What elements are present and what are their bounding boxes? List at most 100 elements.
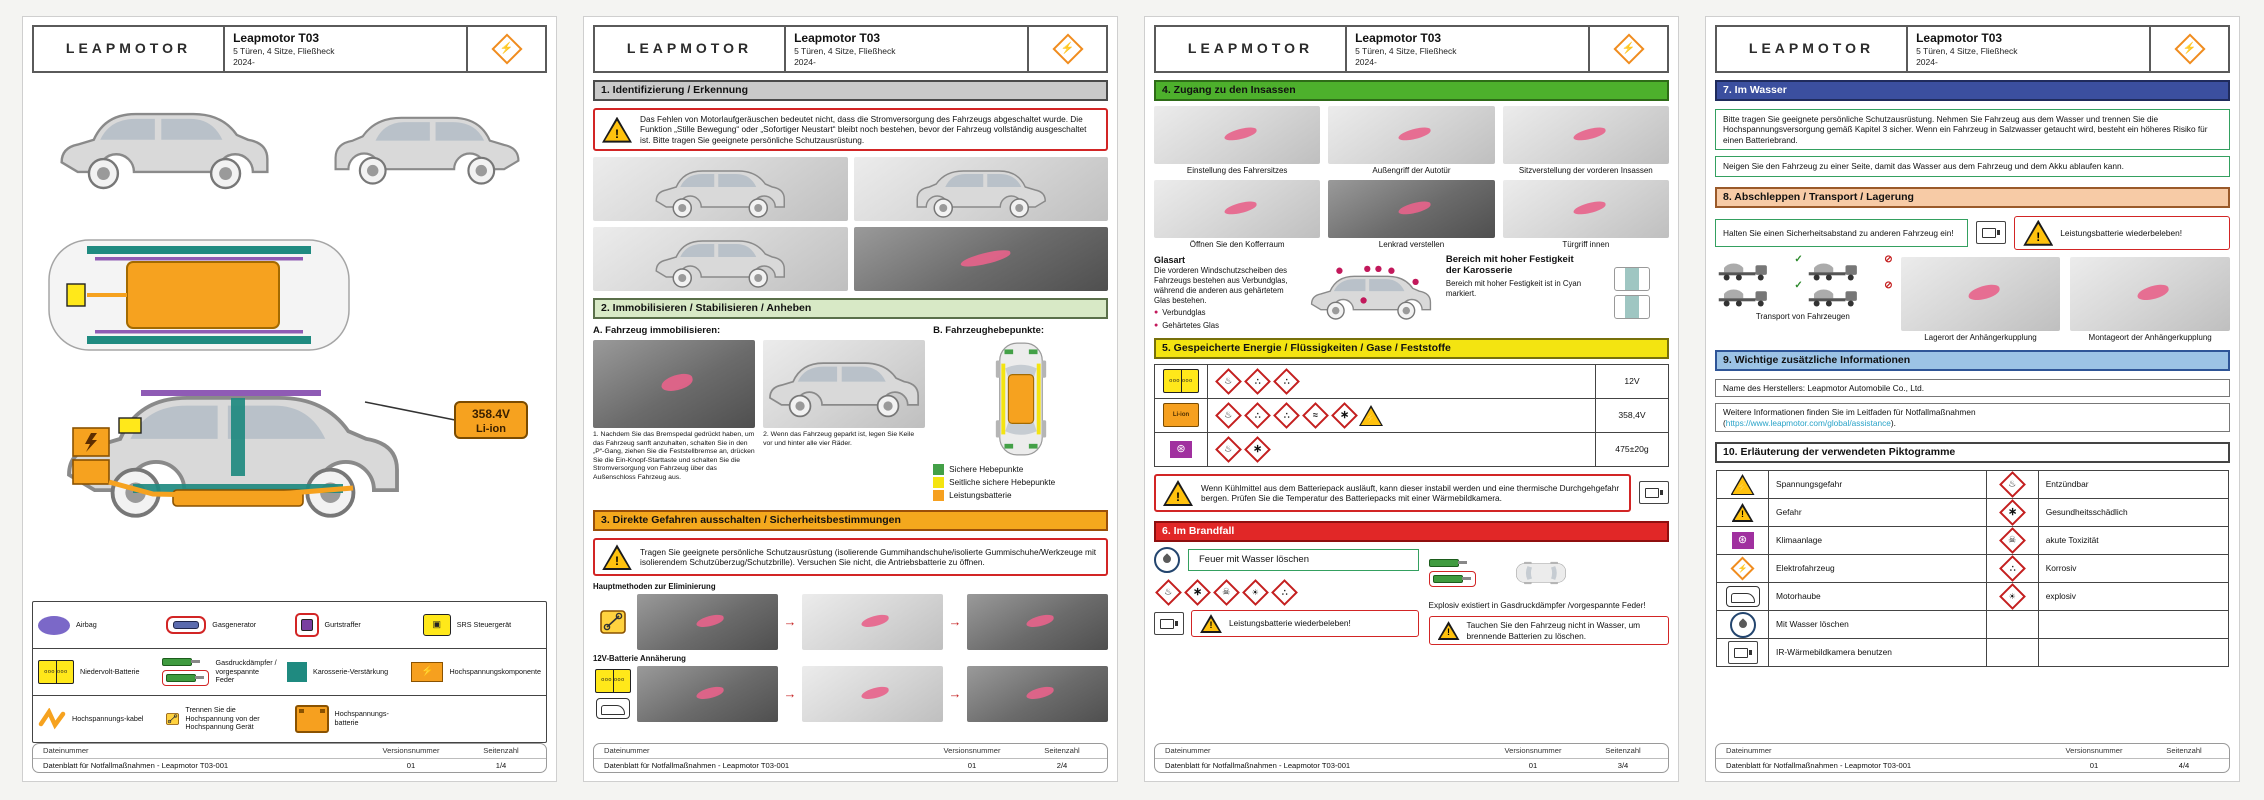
photo-step xyxy=(967,665,1108,722)
photo-tow-hook-mount xyxy=(2070,256,2230,331)
legend-item-body-reinforcement: Karosserie-Verstärkung xyxy=(282,649,406,695)
ev-badge-cell xyxy=(468,27,545,71)
safe-lift-swatch xyxy=(933,464,945,476)
tow-lift-forbidden-icon: ⊘ xyxy=(1807,254,1893,282)
transport-images: ✓ ⊘ ✓ ⊘ Transport von Fahrzeugen Lageror… xyxy=(1715,254,2230,343)
page-header: LEAPMOTOR Leapmotor T03 5 Türen, 4 Sitze… xyxy=(32,25,547,73)
ghs-health-hazard-icon xyxy=(1331,402,1358,429)
voltage-hv: 358,4V xyxy=(1595,398,1668,432)
version-label: Versionsnummer xyxy=(382,746,440,756)
legend-item-gas-strut: Gasdruckdämpfer / vorgespannte Feder xyxy=(157,649,282,695)
method-2-row xyxy=(593,665,1108,722)
lift-points-diagram xyxy=(980,340,1062,458)
photo-step xyxy=(637,665,778,722)
ghs-flammable-icon xyxy=(1998,471,2026,498)
file-number-value: Datenblatt für Notfallmaßnahmen - Leapmo… xyxy=(43,760,229,770)
flatbed-ok-icon: ✓ xyxy=(1717,254,1803,282)
brand-logo: LEAPMOTOR xyxy=(34,27,226,71)
vehicle-model: Leapmotor T03 xyxy=(1916,30,2003,45)
legend-item-hv-cable: Hochspannungs-kabel xyxy=(33,696,161,742)
photo-door-handle-inside xyxy=(1502,180,1669,239)
warning-triangle-icon xyxy=(602,117,632,143)
legend-item-hv-component: Hochspannungskomponente xyxy=(406,649,546,695)
body-reinforcement-icon xyxy=(286,662,307,683)
body-strength-title: Bereich mit hoher Festigkeit der Karosse… xyxy=(1445,254,1574,277)
vehicle-subtitle: 5 Türen, 4 Sitze, Fließheck xyxy=(233,45,335,56)
version-value: 01 xyxy=(406,760,416,770)
method-1-label: Hauptmethoden zur Eliminierung xyxy=(593,582,716,592)
access-images-row-2: Öffnen Sie den Kofferraum Lenkrad verste… xyxy=(1154,180,1669,250)
file-number-label: Dateinummer xyxy=(43,746,89,756)
ghs-toxic-icon xyxy=(1998,527,2026,554)
identification-warning: Das Fehlen von Motorlaufgeräuschen bedeu… xyxy=(593,108,1108,152)
section-8-title: 8. Abschleppen / Transport / Lagerung xyxy=(1715,186,2230,208)
assistance-link[interactable]: https://www.leapmotor.com/global/assista… xyxy=(1725,417,1891,428)
vehicle-year: 2024- xyxy=(1355,56,1377,67)
hv-cable-icon xyxy=(38,708,66,730)
cutaway-svg: 358.4V Li-ion xyxy=(47,239,528,518)
section-9-title: 9. Wichtige zusätzliche Informationen xyxy=(1715,349,2230,371)
warning-triangle-icon xyxy=(602,544,632,570)
hood-open-icon xyxy=(596,697,630,719)
ghs-corrosive-icon xyxy=(1244,368,1271,395)
lift-legend: Sichere Hebepunkte Seitliche sichere Heb… xyxy=(933,464,1108,502)
legend-item-srs-ecu: SRS Steuergerät xyxy=(418,602,546,648)
strut-location-sketch xyxy=(1515,518,1567,628)
srs-ecu-icon xyxy=(422,614,451,637)
warning-triangle-icon xyxy=(1732,503,1754,522)
ev-diamond-icon xyxy=(1613,33,1645,65)
ev-diamond-icon xyxy=(2174,33,2206,65)
access-images-row-1: Einstellung des Fahrersitzes Außengriff … xyxy=(1154,106,1669,176)
page-header: LEAPMOTOR Leapmotor T03 5 Türen, 4 Sitze… xyxy=(1154,25,1669,73)
legend-row: Hochspannungs-kabel Trennen Sie die Hoch… xyxy=(33,695,546,742)
extinguish-with-water-icon xyxy=(1729,611,1756,638)
vehicle-front-quarter-view xyxy=(52,88,277,198)
method-1-row xyxy=(593,594,1108,651)
svg-text:Li-ion: Li-ion xyxy=(476,423,506,435)
immobilize-step-1: 1. Nachdem Sie das Bremspedal gedrückt h… xyxy=(593,431,755,481)
ev-diamond-icon xyxy=(491,33,523,65)
immobilize-step-2: 2. Wenn das Fahrzeug geparkt ist, legen … xyxy=(763,431,915,447)
gas-strut-icon xyxy=(162,658,210,687)
gas-generator-icon xyxy=(166,616,207,635)
page-3: LEAPMOTOR Leapmotor T03 5 Türen, 4 Sitze… xyxy=(1144,16,1679,782)
tempered-glass-marker xyxy=(1154,320,1158,331)
legend-row: Airbag Gasgenerator Gurtstraffer SRS Ste… xyxy=(33,602,546,648)
voltage-12v: 12V xyxy=(1595,364,1668,398)
vehicle-title-block: Leapmotor T03 5 Türen, 4 Sitze, Fließhec… xyxy=(225,27,469,71)
photo-door-handle-outside xyxy=(1328,106,1495,165)
in-water-instruction-1: Bitte tragen Sie geeignete persönliche S… xyxy=(1715,109,2230,151)
side-lift-swatch xyxy=(933,477,945,489)
vehicle-subtitle: 5 Türen, 4 Sitze, Fließheck xyxy=(1916,45,2018,56)
vehicle-subtitle: 5 Türen, 4 Sitze, Fließheck xyxy=(794,45,896,56)
ghs-health-hazard-icon xyxy=(1184,579,1211,606)
photo-step xyxy=(802,665,943,722)
immobilize-block: A. Fahrzeug immobilisieren: 1. Nachdem S… xyxy=(593,324,1108,503)
fire-block: Feuer mit Wasser löschen Leistungsbatter… xyxy=(1154,547,1669,646)
page-footer: Dateinummer Versionsnummer Seitenzahl Da… xyxy=(32,743,547,773)
thermal-camera-icon xyxy=(1154,612,1184,636)
li-ion-battery-icon: Li-ion xyxy=(1163,403,1199,428)
hv-disconnect-icon xyxy=(166,713,180,725)
ghs-toxic-icon xyxy=(1213,579,1240,606)
ghs-flammable-icon xyxy=(1155,579,1182,606)
ghs-flammable-icon xyxy=(1215,436,1242,463)
page-count-label: Seitenzahl xyxy=(483,746,519,756)
page-header: LEAPMOTOR Leapmotor T03 5 Türen, 4 Sitze… xyxy=(1715,25,2230,73)
energy-row-refrigerant: 475±20g xyxy=(1155,431,1668,466)
hood-open-icon xyxy=(1725,586,1760,608)
ac-refrigerant-icon xyxy=(1170,440,1192,458)
ghs-corrosive-icon xyxy=(1998,555,2026,582)
battery-reignite-warning: Leistungsbatterie wiederbeleben! xyxy=(1191,610,1419,638)
component-legend: Airbag Gasgenerator Gurtstraffer SRS Ste… xyxy=(32,601,547,744)
vehicle-model: Leapmotor T03 xyxy=(794,30,881,45)
hv-disconnect-icon xyxy=(600,610,626,634)
page-footer: Dateinummer Versionsnummer Seitenzahl Da… xyxy=(593,743,1108,773)
photo-trunk-open xyxy=(1154,180,1321,239)
pictogram-table: Spannungsgefahr Entzündbar Gefahr Gesund… xyxy=(1716,470,2229,668)
tow-lift-forbidden-icon: ⊘ xyxy=(1807,280,1893,308)
vehicle-year: 2024- xyxy=(794,56,816,67)
no-submerge-warning: Tauchen Sie den Fahrzeug nicht in Wasser… xyxy=(1428,616,1669,646)
photo-driver-seat xyxy=(1154,106,1321,165)
